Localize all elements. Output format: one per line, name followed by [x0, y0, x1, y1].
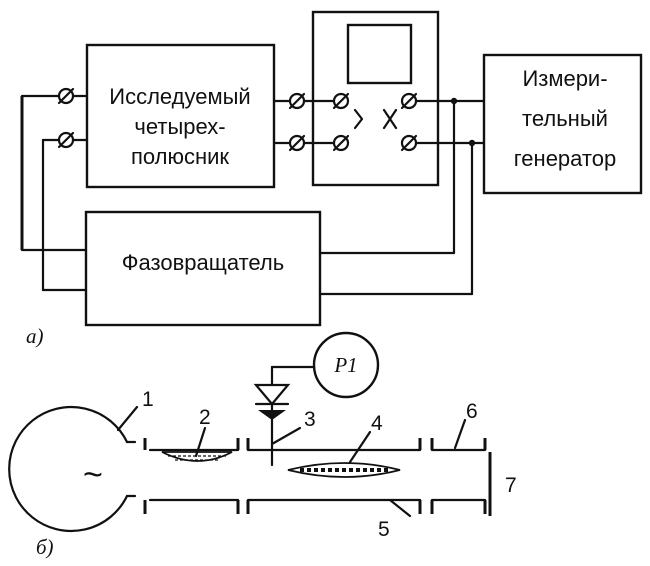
meter-p1: [312, 331, 380, 399]
terminal: [400, 92, 418, 110]
phase-shifter-box: [84, 210, 322, 327]
dut-box: [85, 43, 276, 189]
generator-box: [482, 53, 643, 195]
leader-line: [116, 405, 139, 432]
terminal: [288, 134, 306, 152]
generator-line-2: тельный: [522, 106, 608, 131]
dut-line-3: полюсник: [131, 144, 229, 169]
part-b-label: б): [36, 535, 54, 559]
generator-line-3: генератор: [514, 146, 616, 171]
terminal: [332, 92, 350, 110]
terminal: [332, 134, 350, 152]
terminal: [400, 134, 418, 152]
terminal: [57, 87, 75, 105]
attenuator-fill: [168, 455, 226, 461]
number-label: 4: [371, 412, 383, 435]
oscilloscope-screen: [346, 23, 413, 85]
diode-symbol: [253, 383, 291, 406]
leader-line: [348, 430, 372, 464]
source-symbol: ~: [83, 456, 103, 494]
terminal: [288, 92, 306, 110]
part-a-label: а): [26, 324, 44, 348]
terminal: [57, 131, 75, 149]
number-label: 7: [505, 474, 517, 497]
number-label: 5: [378, 518, 390, 541]
number-label: 3: [304, 408, 316, 431]
meter-label: P1: [333, 353, 357, 377]
leader-line: [388, 498, 412, 518]
dut-line-2: четырех-: [134, 114, 225, 139]
phase-shifter-label: Фазовращатель: [122, 250, 284, 275]
leader-line: [453, 418, 467, 450]
number-label: 2: [199, 406, 211, 429]
leader-line: [270, 426, 302, 446]
number-label: 1: [142, 388, 154, 411]
leader-line: [194, 426, 207, 458]
y-channel-mark: [353, 108, 364, 130]
x-channel-mark: [382, 108, 398, 130]
source-body: [8, 405, 129, 533]
dut-line-1: Исследуемый: [109, 84, 250, 109]
diode-tip: [258, 410, 286, 420]
number-label: 6: [466, 400, 478, 423]
generator-line-1: Измери-: [522, 66, 607, 91]
